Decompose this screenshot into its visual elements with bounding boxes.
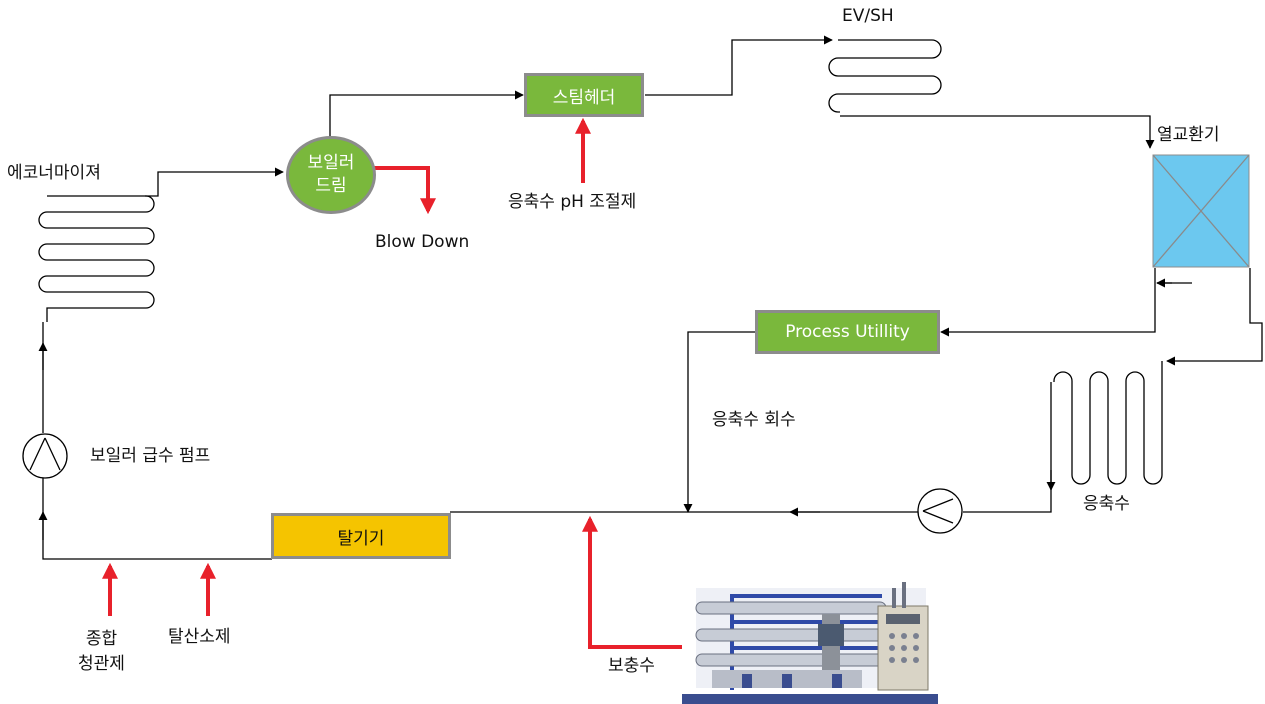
flow-hx-to-condenser [1167, 268, 1262, 361]
boiler-drum: 보일러 드림 [286, 136, 376, 214]
flow-header-to-evsh [645, 40, 832, 95]
cleaning-agent-label: 종합 청관제 [78, 627, 125, 676]
oxygen-scavenger-label: 탈산소제 [168, 627, 231, 647]
flow-condenser-to-pump [963, 382, 1051, 512]
blow-down-label: Blow Down [375, 232, 469, 252]
makeup-water-arrow [590, 519, 682, 647]
heat-exchanger-label: 열교환기 [1157, 125, 1220, 145]
process-utility-box: Process Utillity [755, 310, 940, 354]
deaerator-label: 탈기기 [338, 524, 385, 549]
flow-evsh-to-hx [840, 116, 1150, 148]
heat-exchanger [1153, 155, 1249, 267]
flow-hx-to-process [941, 268, 1155, 332]
blow-down-arrow [374, 168, 428, 211]
condensate-pump-icon [918, 489, 962, 533]
water-treatment-unit-image [682, 574, 938, 704]
feed-pump-icon [23, 434, 67, 478]
boiler-drum-label: 보일러 드림 [308, 152, 355, 198]
process-utility-label: Process Utillity [785, 322, 910, 342]
flow-economizer-to-drum [145, 172, 283, 196]
deaerator-box: 탈기기 [271, 513, 451, 559]
economizer-label: 에코너마이져 [7, 163, 101, 183]
flow-lines [43, 40, 1262, 559]
ph-control-label: 응축수 pH 조절제 [508, 192, 636, 212]
condenser-coil [1054, 361, 1162, 484]
steam-header-box: 스팀헤더 [524, 73, 644, 117]
evsh-coil [829, 40, 941, 112]
steam-header-label: 스팀헤더 [553, 83, 616, 108]
flow-deaerator-to-pump [43, 478, 272, 559]
feed-pump-label: 보일러 급수 펌프 [90, 446, 210, 466]
economizer-coil [39, 196, 154, 322]
condensate-return-label: 응축수 회수 [712, 410, 796, 430]
flow-drum-to-header [330, 95, 523, 140]
makeup-water-label: 보충수 [608, 656, 655, 676]
evsh-label: EV/SH [842, 6, 894, 26]
condensate-label: 응축수 [1083, 494, 1130, 514]
